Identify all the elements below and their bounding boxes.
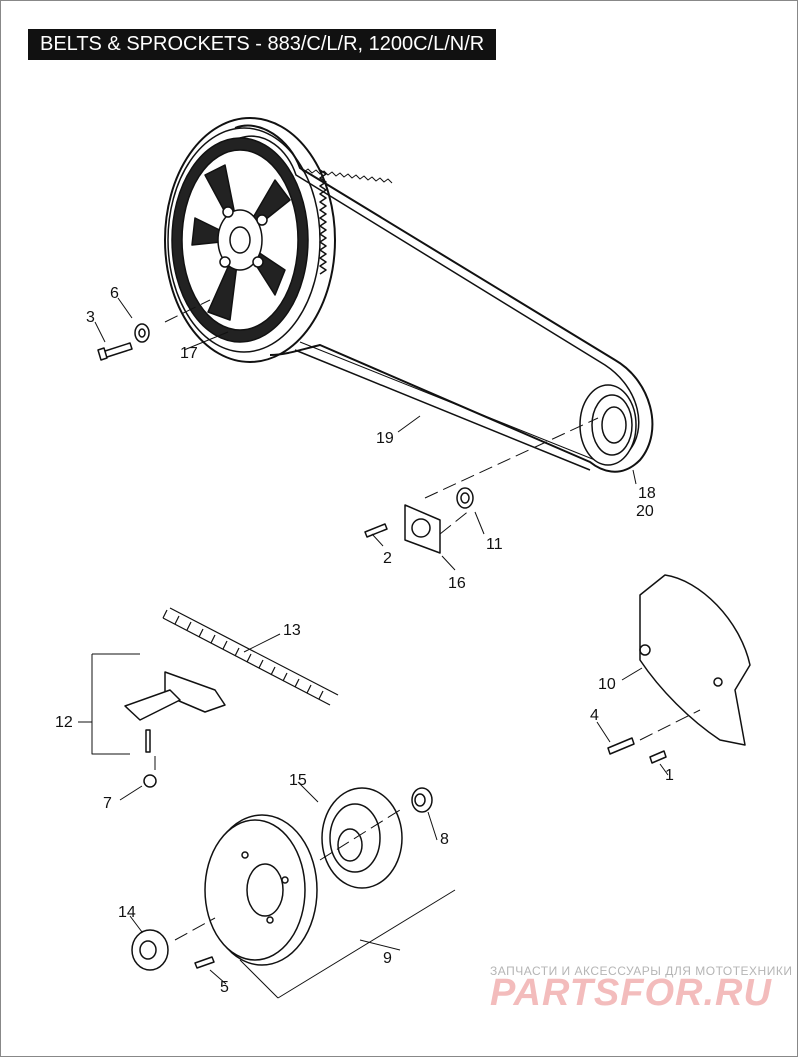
- callout-16: 16: [448, 575, 466, 592]
- primary-chain: [162, 607, 339, 706]
- callout-19: 19: [376, 430, 394, 447]
- callout-labels: 1 2 3 4 5 6 7 8 9 10 11 12 13 14 15 16 1…: [55, 285, 674, 996]
- chain-adjuster: [91, 653, 226, 788]
- cover-screw-short: [649, 750, 667, 764]
- callout-6: 6: [110, 285, 119, 302]
- pulley-bolt: [97, 342, 133, 361]
- watermark-caption: ЗАПЧАСТИ И АКСЕССУАРЫ ДЛЯ МОТОТЕХНИКИ: [490, 964, 793, 978]
- clutch-sprocket: [321, 787, 403, 889]
- transmission-sprocket: [579, 384, 637, 466]
- callout-3: 3: [86, 309, 95, 326]
- callout-14: 14: [118, 904, 136, 921]
- primary-cover: [639, 574, 751, 746]
- callout-4: 4: [590, 707, 599, 724]
- clutch-shell-screw: [194, 956, 215, 969]
- callout-5: 5: [220, 979, 229, 996]
- cover-screw-long: [607, 737, 635, 755]
- clutch-shell: [204, 814, 318, 966]
- callout-13: 13: [283, 622, 301, 639]
- sprocket-lock-plate: [404, 504, 441, 554]
- spacer: [411, 787, 433, 813]
- callout-20: 20: [636, 503, 654, 520]
- sprocket-nut: [456, 487, 474, 509]
- callout-11: 11: [486, 536, 503, 553]
- callout-7: 7: [103, 795, 112, 812]
- callout-12: 12: [55, 714, 73, 731]
- callout-9: 9: [383, 950, 392, 967]
- drive-belt: [234, 124, 654, 473]
- callout-10: 10: [598, 676, 616, 693]
- callout-2: 2: [383, 550, 392, 567]
- callout-18: 18: [638, 485, 656, 502]
- clutch-bushing: [131, 929, 169, 971]
- watermark-brand: PARTSFOR.RU: [490, 972, 772, 1014]
- callout-1: 1: [665, 767, 674, 784]
- callout-15: 15: [289, 772, 307, 789]
- rear-pulley: [164, 117, 336, 363]
- callout-17: 17: [180, 345, 198, 362]
- lock-plate-screw: [364, 523, 388, 538]
- callout-8: 8: [440, 831, 449, 848]
- diagram-title: BELTS & SPROCKETS - 883/C/L/R, 1200C/L/N…: [28, 29, 497, 60]
- lockwasher: [134, 323, 150, 343]
